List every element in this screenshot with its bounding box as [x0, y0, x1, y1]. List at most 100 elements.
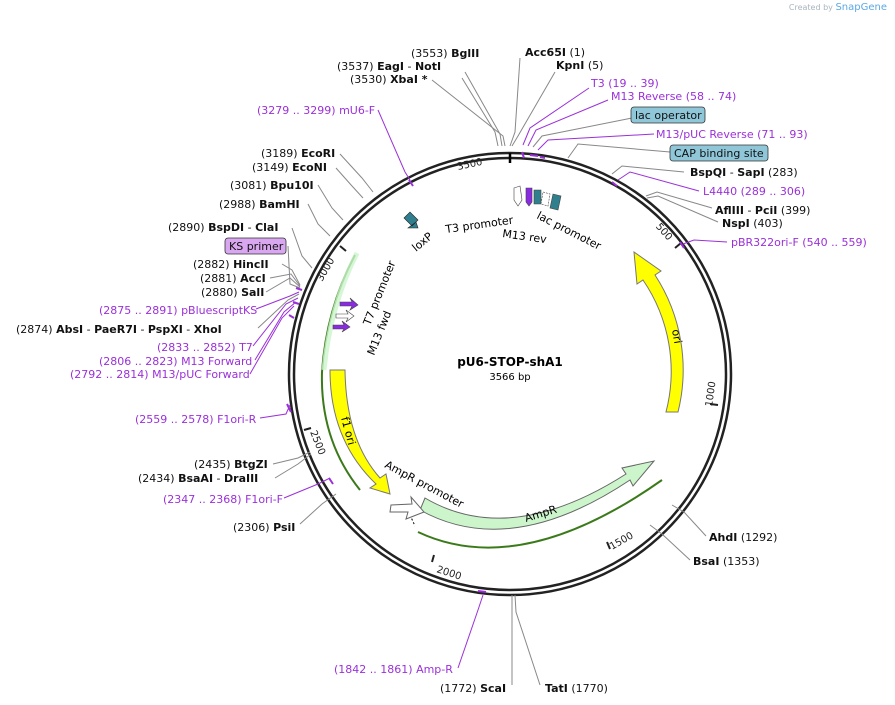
- tick-label-3500: 3500: [456, 157, 483, 173]
- loxp-marker[interactable]: [403, 211, 419, 229]
- site-bspdi-clai[interactable]: (2890) BspDI - ClaI: [168, 221, 278, 234]
- primer-mu6-f[interactable]: (3279 .. 3299) mU6-F: [257, 104, 375, 117]
- loxp-label: loxP: [410, 230, 436, 255]
- leader-pbr322: [682, 239, 728, 245]
- leader-econi: [335, 167, 364, 199]
- boxed-feature-labels: lac operator CAP binding site KS primer: [224, 106, 769, 255]
- primer-pbr322ori-f[interactable]: pBR322ori-F (540 .. 559): [731, 236, 867, 249]
- leader-bspqi: [611, 165, 685, 175]
- credit-brand: SnapGene: [835, 2, 887, 13]
- leader-f1ori-r: [259, 404, 291, 419]
- tick-2000: [431, 554, 435, 563]
- mark-l4440: [611, 181, 618, 187]
- site-bglii[interactable]: (3553) BglII: [411, 47, 479, 60]
- site-eagi-noti[interactable]: (3537) EagI - NotI: [337, 60, 441, 73]
- cap-binding-site-text: CAP binding site: [674, 147, 764, 160]
- site-econi[interactable]: (3149) EcoNI: [252, 161, 327, 174]
- lac-operator-marker[interactable]: [533, 189, 542, 205]
- m13-fwd-marker[interactable]: [332, 320, 351, 333]
- leader-xbai: [431, 79, 506, 147]
- primer-t3[interactable]: T3 (19 .. 39): [590, 77, 659, 90]
- lac-promoter-label: lac promoter: [535, 209, 604, 253]
- mark-pbluescript: [295, 287, 303, 291]
- ampr-orf-line: [417, 479, 663, 549]
- site-sali[interactable]: (2880) SalI: [201, 286, 264, 299]
- site-tati[interactable]: TatI (1770): [545, 682, 608, 695]
- backbone: [287, 151, 733, 597]
- leader-hincii: [281, 263, 301, 286]
- site-bsai[interactable]: BsaI (1353): [693, 555, 760, 568]
- ori-arrow[interactable]: [633, 250, 684, 413]
- site-bsaai-draiii[interactable]: (2434) BsaAI - DraIII: [138, 472, 258, 485]
- site-nspi[interactable]: NspI (403): [722, 217, 783, 230]
- plasmid-name: pU6-STOP-shA1: [457, 355, 563, 369]
- lac-promoter-arrow[interactable]: [540, 191, 551, 207]
- leader-ks-primer: [287, 245, 301, 289]
- site-acci[interactable]: (2881) AccI: [200, 272, 266, 285]
- site-bamhi[interactable]: (2988) BamHI: [219, 198, 300, 211]
- mark-mu6f: [408, 179, 414, 187]
- primer-f1ori-r[interactable]: (2559 .. 2578) F1ori-R: [135, 413, 257, 426]
- primer-amp-r[interactable]: (1842 .. 1861) Amp-R: [334, 663, 453, 676]
- ampr-arrow[interactable]: [419, 460, 656, 530]
- leader-cap: [567, 143, 671, 159]
- leader-mu6f: [377, 109, 411, 181]
- tick-label-500: 500: [653, 221, 674, 243]
- leader-amp-r: [457, 594, 484, 669]
- leader-ecori: [339, 153, 374, 193]
- site-ahdi[interactable]: AhdI (1292): [709, 531, 777, 544]
- f1-ori-arrow[interactable]: [329, 369, 391, 495]
- site-btgzi[interactable]: (2435) BtgZI: [194, 458, 268, 471]
- primer-l4440[interactable]: L4440 (289 .. 306): [703, 185, 805, 198]
- leader-kpni: [511, 71, 556, 147]
- primer-m13-reverse[interactable]: M13 Reverse (58 .. 74): [611, 90, 736, 103]
- site-psii[interactable]: (2306) PsiI: [233, 521, 295, 534]
- leader-bpu10i: [317, 184, 344, 221]
- leader-nspi: [646, 195, 719, 223]
- credit-prefix: Created by: [788, 3, 833, 12]
- primer-t7[interactable]: (2833 .. 2852) T7: [157, 341, 253, 354]
- leader-m13puc-reverse: [537, 133, 655, 151]
- mark-m13puc: [539, 156, 546, 159]
- leader-lines: [249, 57, 728, 686]
- primer-m13puc-forward[interactable]: (2792 .. 2814) M13/pUC Forward: [70, 368, 250, 381]
- leader-acci: [269, 273, 301, 287]
- plasmid-length: 3566 bp: [489, 372, 530, 383]
- primer-pbluescriptks[interactable]: (2875 .. 2891) pBluescriptKS: [99, 304, 257, 317]
- primer-f1ori-f[interactable]: (2347 .. 2368) F1ori-F: [163, 493, 283, 506]
- tick-label-1000: 1000: [704, 381, 718, 408]
- cap-binding-site-box[interactable]: [669, 144, 769, 162]
- mark-m13rev: [529, 154, 539, 157]
- t3-promoter-arrow[interactable]: [513, 185, 523, 207]
- site-hincii[interactable]: (2882) HincII: [193, 258, 269, 271]
- lac-operator-box[interactable]: [630, 106, 706, 124]
- site-scai[interactable]: (1772) ScaI: [440, 682, 506, 695]
- site-bspqi-sapi[interactable]: BspQI - SapI (283): [690, 166, 798, 179]
- site-acc65i[interactable]: Acc65I (1): [525, 46, 585, 59]
- site-kpni[interactable]: KpnI (5): [556, 59, 603, 72]
- site-xbai[interactable]: (3530) XbaI *: [350, 73, 428, 86]
- site-bpu10i[interactable]: (3081) Bpu10I: [230, 179, 314, 192]
- ks-primer-box[interactable]: [224, 237, 287, 255]
- t7-primer-marker[interactable]: [339, 297, 359, 311]
- site-absi-xhoi[interactable]: (2874) AbsI - PaeR7I - PspXI - XhoI: [16, 323, 222, 336]
- mark-amp-r: [477, 590, 487, 593]
- leader-l4440: [617, 171, 700, 192]
- cap-site-marker[interactable]: [549, 193, 562, 211]
- m13-rev-marker[interactable]: [525, 187, 533, 207]
- ampr-promoter-arrow[interactable]: [389, 495, 425, 520]
- site-ecori[interactable]: (3189) EcoRI: [261, 147, 335, 160]
- site-afliii-pcii[interactable]: AflIII - PciI (399): [715, 204, 810, 217]
- leader-m13puc-forward: [249, 305, 295, 375]
- mark-t7: [292, 301, 300, 305]
- leader-bsaai: [274, 453, 312, 479]
- primer-m13puc-reverse[interactable]: M13/pUC Reverse (71 .. 93): [656, 128, 808, 141]
- tick-1000: [709, 403, 719, 406]
- leader-acc65i: [509, 57, 521, 147]
- t7-promoter-arrow[interactable]: [335, 309, 355, 323]
- leader-tati: [514, 594, 541, 686]
- primer-m13-forward[interactable]: (2806 .. 2823) M13 Forward: [99, 355, 252, 368]
- plasmid-title: pU6-STOP-shA1 3566 bp: [457, 355, 563, 383]
- tick-1500: [606, 541, 611, 550]
